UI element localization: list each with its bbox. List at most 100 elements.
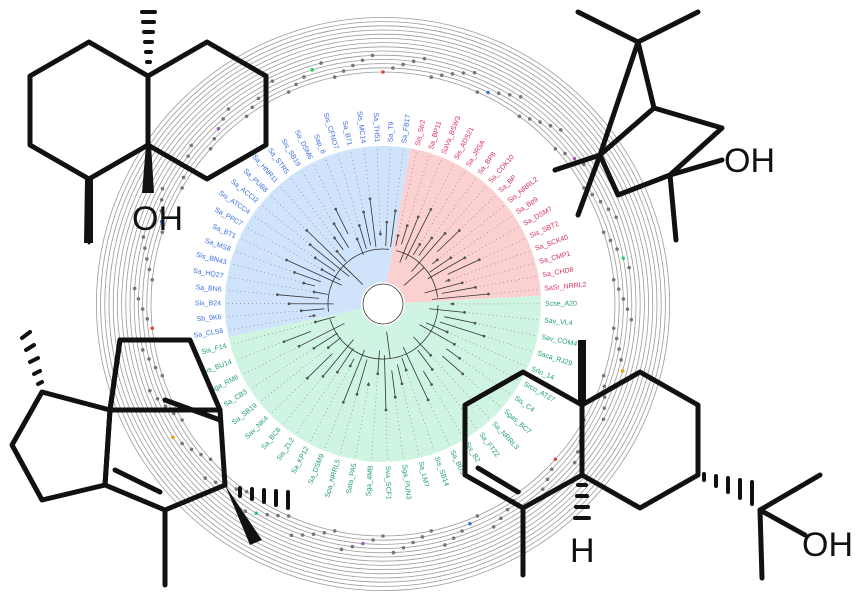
- ring-marker: [616, 287, 621, 291]
- dotted-guide: [225, 289, 278, 295]
- tree-branch: [313, 291, 328, 295]
- ring-marker: [572, 460, 577, 465]
- ring-marker: [145, 257, 149, 261]
- ring-circle: [137, 58, 629, 550]
- ring-marker: [286, 514, 291, 518]
- ring-marker: [602, 395, 607, 399]
- tip-label: Sa_BP11: [428, 120, 443, 150]
- ring-circle: [129, 50, 637, 558]
- ring-marker: [572, 156, 577, 161]
- tree-branch: [369, 198, 377, 247]
- tree-node: [276, 293, 279, 297]
- tree-branch: [356, 359, 368, 395]
- dotted-guide: [427, 399, 451, 448]
- ring-marker: [420, 535, 425, 539]
- ring-marker: [629, 317, 634, 322]
- tree-node: [313, 256, 317, 260]
- dotted-guide: [385, 409, 388, 462]
- tree-node: [355, 392, 359, 396]
- tree-node: [429, 353, 433, 357]
- dotted-guide: [405, 369, 436, 454]
- tree-branch: [336, 251, 347, 262]
- dotted-guide: [241, 346, 300, 376]
- tree-node: [293, 270, 296, 274]
- ring-circle: [142, 63, 624, 545]
- tree-node: [355, 237, 359, 241]
- ring-marker: [171, 435, 175, 440]
- tip-label: Sa_DSM9: [307, 453, 325, 485]
- ring-marker: [563, 151, 567, 156]
- ring-marker: [401, 62, 405, 67]
- tree-branch: [427, 257, 466, 280]
- ring-marker: [486, 90, 490, 95]
- tip-label: Sav_VL4: [544, 317, 573, 327]
- tip-label: Sa_SCK40: [534, 234, 569, 252]
- ring-marker: [256, 96, 261, 101]
- tree-branch: [315, 316, 336, 323]
- ring-marker: [590, 192, 595, 197]
- ring-marker: [213, 480, 218, 485]
- tree-branch: [395, 235, 399, 246]
- dotted-guide: [444, 185, 488, 234]
- tree-branch: [337, 348, 354, 373]
- tree-node: [287, 302, 291, 306]
- ring-marker: [254, 511, 259, 516]
- ring-marker: [163, 404, 168, 409]
- dotted-guide: [269, 377, 308, 415]
- ring-marker: [538, 120, 542, 124]
- tree-branch: [401, 225, 408, 245]
- ring-marker: [180, 441, 184, 446]
- tree-branch: [286, 259, 342, 286]
- dotted-guide: [464, 312, 541, 321]
- ring-marker: [212, 136, 217, 141]
- tree-node: [336, 370, 339, 374]
- tree-node: [378, 232, 382, 236]
- ring-marker: [620, 369, 625, 373]
- ring-marker: [517, 114, 522, 119]
- tree-node: [332, 222, 336, 226]
- dotted-guide: [308, 365, 351, 444]
- ring-marker: [310, 68, 315, 72]
- ring-marker: [619, 358, 623, 362]
- ring-circle: [146, 67, 620, 541]
- tree-node: [426, 398, 430, 402]
- molecule-eudesmol-bottom-right: H OH: [462, 340, 853, 581]
- tree-node: [430, 383, 433, 386]
- dotted-guides: [224, 146, 542, 462]
- tip-label: Sis_ZL2: [276, 437, 296, 462]
- ring-marker: [602, 384, 607, 389]
- ring-marker: [208, 457, 213, 462]
- tree-branch: [363, 211, 372, 246]
- dotted-guide: [431, 176, 478, 239]
- tree-branch: [298, 323, 345, 347]
- tree-node: [326, 346, 330, 350]
- tree-branch: [418, 237, 433, 256]
- tree-branch: [432, 293, 489, 300]
- ring-marker: [614, 215, 618, 220]
- tip-label: Sis_SB14: [433, 456, 450, 487]
- tree-branch: [391, 370, 396, 398]
- tree-branch: [322, 339, 354, 377]
- tip-label: Sa_BT1: [211, 223, 237, 240]
- dotted-guide: [450, 214, 514, 259]
- tip-label: Sis_C4: [513, 395, 536, 414]
- oh-label-bottom-right: OH: [802, 526, 853, 564]
- tree-branch: [277, 294, 320, 299]
- tree-node: [487, 292, 490, 296]
- tip-label: Sva_SCF1: [384, 466, 392, 500]
- molecule-bornane-ol-top-right: OH: [552, 9, 775, 243]
- ring-marker: [443, 543, 447, 547]
- tip-label: Sala_PA5: [346, 463, 358, 494]
- ring-marker: [371, 538, 375, 542]
- tree-node: [299, 309, 303, 313]
- ring-marker: [450, 72, 455, 76]
- ring-marker: [391, 550, 396, 555]
- tree-trunk: [343, 265, 364, 285]
- ring-marker: [606, 207, 611, 212]
- dotted-guide: [239, 238, 287, 261]
- dotted-guide: [294, 371, 338, 436]
- ring-marker: [439, 73, 444, 78]
- tree-node: [321, 374, 325, 378]
- tree-node: [305, 228, 309, 232]
- tree-node: [430, 368, 434, 371]
